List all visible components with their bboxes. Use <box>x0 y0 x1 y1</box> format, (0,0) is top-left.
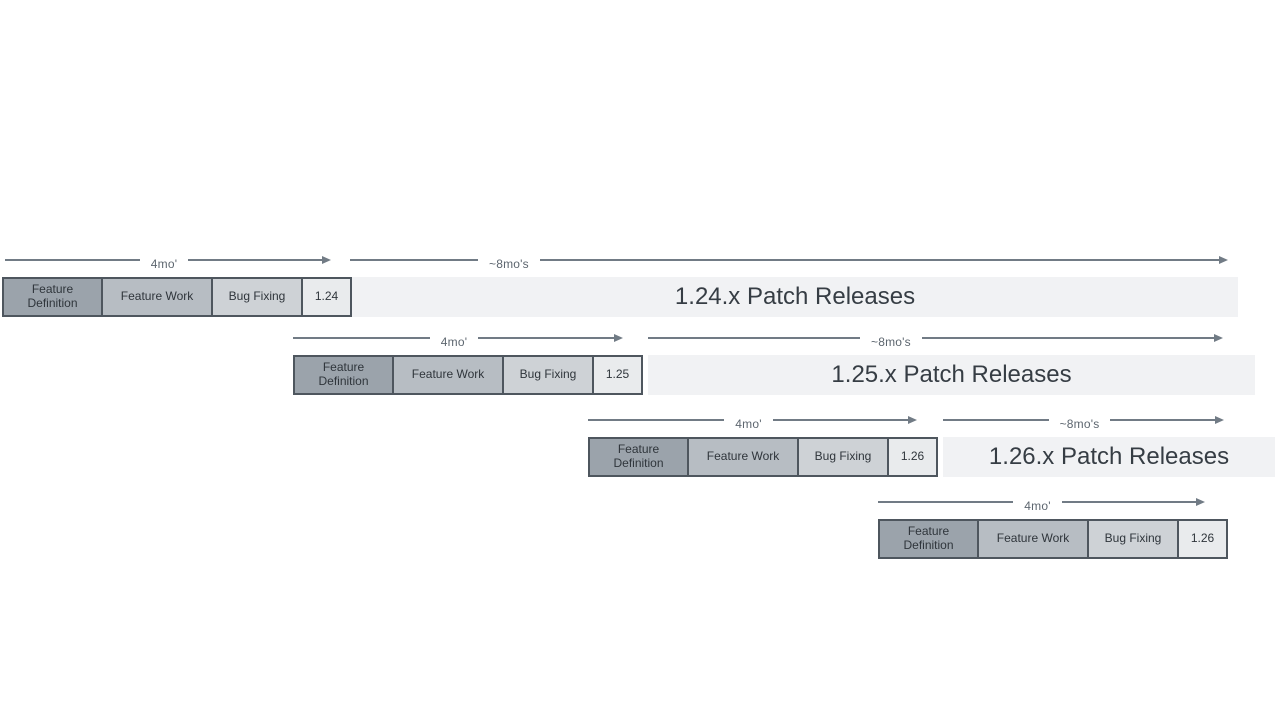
arrow-line <box>878 501 1014 503</box>
patch-duration-label: ~8mo's <box>871 335 911 349</box>
segment-bug-fixing: Bug Fixing <box>799 439 889 475</box>
arrow-line <box>1061 501 1197 503</box>
release-bar-1-24: Feature Definition Feature Work Bug Fixi… <box>2 277 352 317</box>
arrow-head-icon <box>1215 416 1224 424</box>
arrow-line <box>1110 419 1216 421</box>
arrow-line <box>478 337 615 339</box>
segment-feature-definition: Feature Definition <box>4 279 103 315</box>
cycle-duration-label: 4mo' <box>150 257 178 271</box>
segment-feature-work: Feature Work <box>979 521 1089 557</box>
version-cell: 1.24 <box>303 279 350 315</box>
cycle-arrow-1-24: 4mo' <box>5 252 331 271</box>
arrow-head-icon <box>1214 334 1223 342</box>
arrow-line <box>293 337 430 339</box>
arrow-line <box>5 259 140 261</box>
patch-releases-label: 1.24.x Patch Releases <box>674 283 916 310</box>
arrow-head-icon <box>1219 256 1228 264</box>
segment-bug-fixing: Bug Fixing <box>213 279 303 315</box>
arrow-head-icon <box>614 334 623 342</box>
cycle-duration-label: 4mo' <box>1024 499 1051 513</box>
version-cell: 1.26 <box>889 439 936 475</box>
patch-releases-bar-1-25: 1.25.x Patch Releases <box>648 355 1255 395</box>
arrow-line <box>350 259 478 261</box>
segment-bug-fixing: Bug Fixing <box>1089 521 1179 557</box>
patch-arrow-1-25: ~8mo's <box>648 330 1223 349</box>
cycle-duration-label: 4mo' <box>440 335 468 349</box>
release-bar-1-26: Feature Definition Feature Work Bug Fixi… <box>588 437 938 477</box>
arrow-line <box>188 259 323 261</box>
cycle-duration-label: 4mo' <box>735 417 762 431</box>
patch-duration-label: ~8mo's <box>1059 417 1100 431</box>
cycle-arrow-1-26: 4mo' <box>588 412 917 431</box>
patch-releases-label: 1.25.x Patch Releases <box>831 361 1072 388</box>
arrow-head-icon <box>322 256 331 264</box>
patch-arrow-1-24: ~8mo's <box>350 252 1228 271</box>
patch-duration-label: ~8mo's <box>489 257 529 271</box>
arrow-line <box>588 419 725 421</box>
segment-feature-definition: Feature Definition <box>590 439 689 475</box>
patch-releases-label: 1.26.x Patch Releases <box>988 443 1230 470</box>
patch-arrow-1-26: ~8mo's <box>943 412 1224 431</box>
segment-bug-fixing: Bug Fixing <box>504 357 594 393</box>
cycle-arrow-1-25: 4mo' <box>293 330 623 349</box>
arrow-line <box>943 419 1049 421</box>
arrow-line <box>921 337 1215 339</box>
release-bar-1-25: Feature Definition Feature Work Bug Fixi… <box>293 355 643 395</box>
segment-feature-definition: Feature Definition <box>880 521 979 557</box>
cycle-arrow-next: 4mo' <box>878 494 1205 513</box>
patch-releases-bar-1-24: 1.24.x Patch Releases <box>352 277 1238 317</box>
segment-feature-work: Feature Work <box>394 357 504 393</box>
segment-feature-work: Feature Work <box>103 279 213 315</box>
segment-feature-work: Feature Work <box>689 439 799 475</box>
arrow-head-icon <box>908 416 917 424</box>
arrow-head-icon <box>1196 498 1205 506</box>
arrow-line <box>772 419 909 421</box>
patch-releases-bar-1-26: 1.26.x Patch Releases <box>943 437 1275 477</box>
segment-feature-definition: Feature Definition <box>295 357 394 393</box>
version-cell: 1.25 <box>594 357 641 393</box>
arrow-line <box>539 259 1220 261</box>
arrow-line <box>648 337 860 339</box>
release-bar-next: Feature Definition Feature Work Bug Fixi… <box>878 519 1228 559</box>
version-cell: 1.26 <box>1179 521 1226 557</box>
